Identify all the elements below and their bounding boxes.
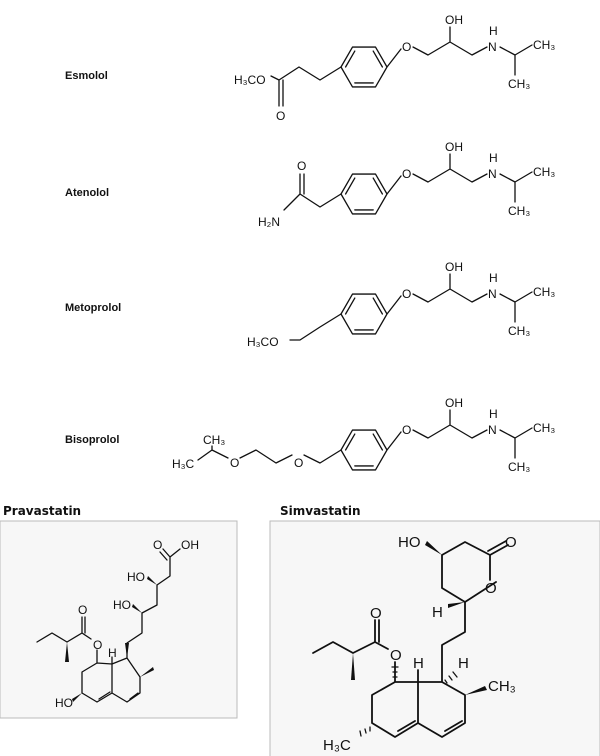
atom-label: O: [402, 167, 411, 181]
atom-label: O: [276, 109, 285, 123]
atom-label: H: [413, 655, 424, 672]
molecule-name: Esmolol: [65, 70, 108, 82]
atom-label: CH₃: [488, 678, 516, 695]
molecule-name: Simvastatin: [280, 504, 361, 518]
ether-chain: [289, 313, 342, 341]
atom-label: HO: [113, 598, 131, 612]
structure-box: [269, 520, 600, 756]
molecule-name: Metoprolol: [65, 302, 121, 314]
atom-label: H: [489, 407, 498, 421]
benzene-propanolamine-bonds: [340, 273, 533, 335]
atom-label: H: [489, 151, 498, 165]
atom-label: O: [93, 638, 102, 652]
atom-label: CH₃: [508, 77, 530, 91]
atom-label: H: [489, 271, 498, 285]
atom-label: O: [294, 456, 303, 470]
atom-label: OH: [445, 260, 463, 274]
stereo-wedge: [125, 643, 129, 658]
atom-label: N: [488, 40, 497, 54]
atom-label: H: [458, 655, 469, 672]
molecule-name: Bisoprolol: [65, 434, 119, 446]
atom-label: H₃C: [323, 737, 351, 754]
atom-label: H₃CO: [247, 335, 279, 349]
atom-label: H: [432, 604, 443, 621]
atom-label: H: [108, 646, 117, 660]
ether-chain: [197, 445, 342, 464]
benzene-propanolamine-bonds: [340, 26, 533, 88]
atom-label: N: [488, 167, 497, 181]
atom-label: OH: [445, 140, 463, 154]
atom-label: H₃CO: [234, 73, 266, 87]
molecule-pravastatin: Pravastatin O OH HO HO O O H HO: [0, 504, 238, 719]
ester-chain: [270, 66, 342, 107]
atom-label: CH₃: [533, 421, 555, 435]
molecule-name: Atenolol: [65, 187, 109, 199]
stereo-wedge: [147, 576, 157, 585]
atom-label: CH₃: [533, 38, 555, 52]
atom-label: HO: [398, 534, 421, 551]
molecule-esmolol: Esmolol O OH HN CH₃ CH₃ H₃CO O: [65, 13, 555, 123]
stereo-wedge: [425, 541, 442, 555]
atom-label: O: [390, 647, 402, 664]
atom-label: O: [402, 423, 411, 437]
atom-label: O: [297, 159, 306, 173]
atom-label: OH: [445, 396, 463, 410]
stereo-wedge: [448, 602, 465, 608]
molecule-bisoprolol: Bisoprolol O OH HN CH₃ CH₃ O O CH₃ H₃C: [65, 396, 555, 474]
stereo-wedge: [72, 693, 82, 702]
molecule-metoprolol: Metoprolol O OH HN CH₃ CH₃ H₃CO: [65, 260, 555, 349]
molecule-simvastatin: Simvastatin HO O O H O O H H CH₃ H₃C: [269, 504, 600, 756]
molecule-name: Pravastatin: [3, 504, 81, 518]
structure-box: [0, 520, 238, 719]
hashed-bonds: [359, 666, 458, 737]
atom-label: CH₃: [533, 165, 555, 179]
atom-label: O: [370, 605, 382, 622]
molecule-atenolol: Atenolol O OH HN CH₃ CH₃ H₂N O: [65, 140, 555, 229]
atom-label: H: [489, 24, 498, 38]
stereo-wedge: [140, 667, 154, 677]
atom-label: OH: [181, 538, 199, 552]
stereo-wedge: [351, 653, 355, 680]
atom-label: N: [488, 287, 497, 301]
atom-label: CH₃: [508, 324, 530, 338]
atom-label: O: [78, 603, 87, 617]
bonds: [36, 548, 181, 703]
atom-label: HO: [127, 570, 145, 584]
atom-label: O: [402, 40, 411, 54]
atom-label: O: [402, 287, 411, 301]
atom-label: CH₃: [508, 204, 530, 218]
atom-label: O: [230, 456, 239, 470]
stereo-wedge: [465, 686, 487, 695]
atom-label: CH₃: [533, 285, 555, 299]
benzene-propanolamine-bonds: [340, 409, 533, 471]
atom-label: OH: [445, 13, 463, 27]
atom-label: HO: [55, 696, 73, 710]
benzene-propanolamine-bonds: [340, 153, 533, 215]
atom-label: H₂N: [258, 215, 280, 229]
atom-label: N: [488, 423, 497, 437]
atom-label: H₃C: [172, 457, 195, 471]
atom-label: CH₃: [203, 433, 225, 447]
amide-chain: [283, 173, 342, 211]
stereo-wedge: [132, 604, 142, 613]
atom-label: O: [153, 538, 162, 552]
atom-label: CH₃: [508, 460, 530, 474]
atom-label: O: [505, 534, 517, 551]
atom-label: O: [485, 580, 497, 597]
stereo-wedge: [65, 642, 69, 662]
